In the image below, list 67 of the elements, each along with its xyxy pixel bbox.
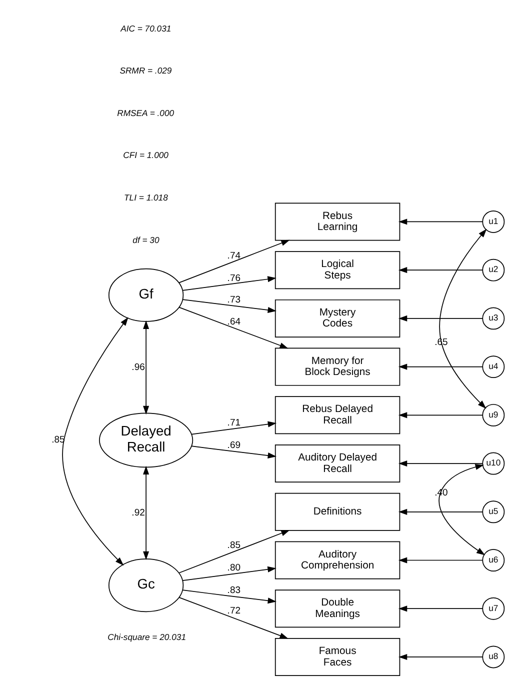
edge-label: .64 <box>227 316 241 327</box>
node-box: Logical Steps <box>274 250 400 289</box>
edge-label: .69 <box>227 439 241 450</box>
node-circle: u10 <box>482 452 505 474</box>
edge-label: .71 <box>227 416 241 428</box>
node-ellipse: Gf <box>108 268 184 322</box>
arrow <box>398 218 483 224</box>
label: Chi-square = 20.031 <box>108 632 186 642</box>
node-circle: u7 <box>482 596 505 620</box>
node-circle: u1 <box>482 210 505 232</box>
edge-label: .85 <box>227 539 241 550</box>
node-circle: u5 <box>482 500 505 523</box>
label: RMSEA = .000 <box>117 107 174 118</box>
node-box: Auditory Delayed Recall <box>274 444 400 482</box>
arrow <box>398 460 483 466</box>
arrow <box>398 556 483 563</box>
edge-label: .73 <box>227 294 241 306</box>
node-circle: u2 <box>482 258 505 281</box>
arrow <box>178 239 290 283</box>
arrow <box>398 363 483 370</box>
arrow <box>178 306 288 348</box>
arrow <box>143 320 150 414</box>
edge-label: .76 <box>227 272 241 284</box>
node-box: Definitions <box>274 492 400 530</box>
edge-label: .96 <box>132 361 145 372</box>
arrow <box>398 266 483 273</box>
arrow <box>182 589 276 604</box>
edge-label: .80 <box>227 562 241 573</box>
node-ellipse: Gc <box>108 558 184 612</box>
node-circle: u9 <box>482 403 505 426</box>
node-box: Famous Faces <box>274 637 400 676</box>
node-circle: u4 <box>482 355 505 378</box>
edge-label: .92 <box>132 506 145 518</box>
label: CFI = 1.000 <box>123 150 168 160</box>
arrow <box>190 420 277 434</box>
node-box: Memory for Block Designs <box>274 347 400 386</box>
edge-label: .83 <box>227 584 241 596</box>
label: df = 30 <box>132 234 160 244</box>
node-box: Double Meanings <box>274 589 400 628</box>
arrow <box>398 508 483 514</box>
arrow <box>178 530 290 573</box>
arrow <box>439 228 487 408</box>
edge-label: .72 <box>227 605 241 616</box>
arrow <box>398 314 483 321</box>
arrow <box>398 605 483 612</box>
node-box: Rebus Learning <box>274 202 400 240</box>
arrow <box>398 653 483 660</box>
arrow <box>178 596 288 638</box>
arrow <box>143 465 150 560</box>
node-box: Rebus Delayed Recall <box>274 396 400 434</box>
label: SRMR = .029 <box>120 65 172 76</box>
arrow <box>182 566 276 581</box>
label: TLI = 1.018 <box>124 192 168 202</box>
arrow <box>62 316 128 566</box>
node-ellipse: Delayed Recall <box>99 412 194 468</box>
label: AIC = 70.031 <box>120 22 172 33</box>
arrow <box>182 298 276 312</box>
node-circle: u3 <box>482 306 505 330</box>
node-box: Auditory Comprehension <box>274 540 400 579</box>
arrow <box>182 276 276 290</box>
edge-label: .74 <box>227 250 241 262</box>
arrow <box>190 445 276 458</box>
node-circle: u8 <box>482 645 505 668</box>
arrow <box>398 412 483 418</box>
arrow <box>438 464 486 555</box>
node-box: Mystery Codes <box>274 298 400 337</box>
node-circle: u6 <box>482 548 505 571</box>
